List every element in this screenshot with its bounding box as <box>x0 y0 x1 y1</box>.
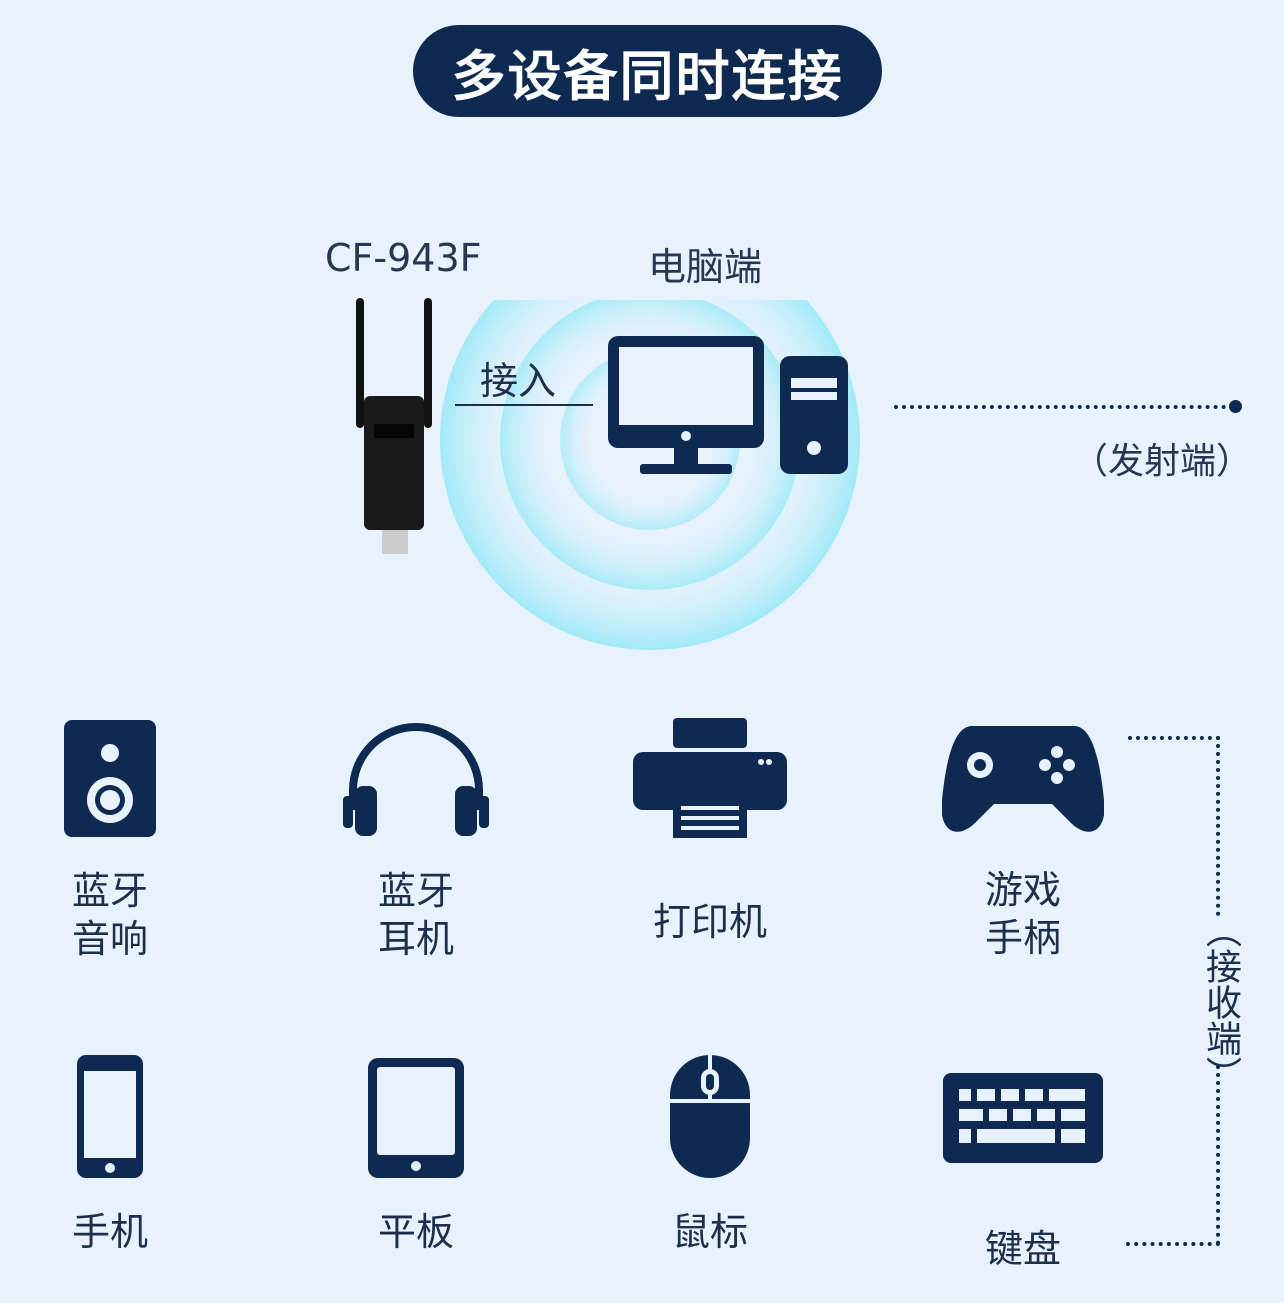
phone-icon <box>77 1055 143 1178</box>
headphones-icon <box>343 723 489 836</box>
receiver-bracket-bottom <box>1126 1242 1220 1246</box>
device-label: 打印机 <box>652 900 767 944</box>
device-label: 手机 <box>71 1210 148 1254</box>
keyboard-icon <box>943 1073 1103 1163</box>
transmitter-dot <box>1229 400 1242 413</box>
device-label: 游戏手柄 <box>984 868 1061 960</box>
connect-line <box>455 404 593 406</box>
receiver-bracket-lower <box>1216 1065 1220 1245</box>
receiver-bracket-top <box>1128 736 1220 740</box>
device-speaker: 蓝牙音响 <box>0 720 230 963</box>
transmitter-label: （发射端） <box>1072 441 1253 482</box>
device-phone: 手机 <box>0 1055 230 1256</box>
device-headphones: 蓝牙耳机 <box>296 720 536 963</box>
device-label: 蓝牙音响 <box>71 869 148 961</box>
usb-adapter-image <box>356 298 432 554</box>
device-label: 蓝牙耳机 <box>377 869 454 961</box>
transmitter-dotted-line <box>894 405 1234 409</box>
device-gamepad: 游戏手柄 <box>903 720 1143 962</box>
printer-icon <box>633 718 787 838</box>
computer-icon <box>608 336 848 474</box>
connect-label: 接入 <box>480 359 557 403</box>
device-label: 平板 <box>377 1210 454 1254</box>
computer-label: 电脑端 <box>648 245 763 289</box>
receiver-bracket-upper <box>1216 736 1220 916</box>
mouse-icon <box>670 1055 750 1178</box>
device-mouse: 鼠标 <box>590 1055 830 1256</box>
speaker-icon <box>64 720 156 837</box>
device-tablet: 平板 <box>296 1058 536 1256</box>
page-title: 多设备同时连接 <box>413 25 882 117</box>
device-label: 键盘 <box>984 1227 1061 1271</box>
device-printer: 打印机 <box>590 718 830 946</box>
tablet-icon <box>368 1058 464 1178</box>
device-keyboard: 键盘 <box>903 1073 1143 1273</box>
adapter-model-label: CF-943F <box>325 236 482 280</box>
gamepad-icon <box>942 726 1104 832</box>
receiver-label: （接收端） <box>1200 912 1241 1092</box>
device-label: 鼠标 <box>671 1210 748 1254</box>
